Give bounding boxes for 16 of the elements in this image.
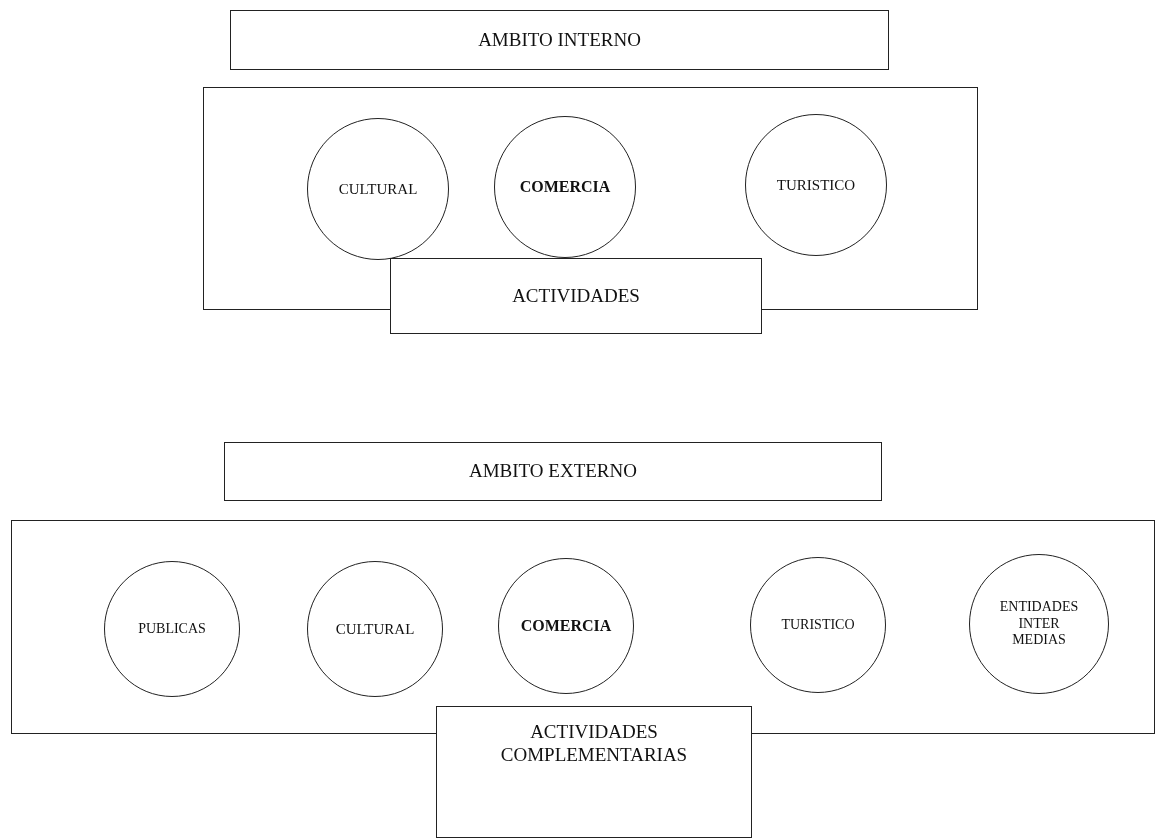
label-box — [224, 442, 882, 501]
node-label: CULTURAL — [338, 180, 418, 198]
node-label: COMERCIA — [520, 616, 612, 636]
node-label: ACTIVIDADES — [512, 284, 640, 308]
node-label: ACTIVIDADES COMPLEMENTARIAS — [499, 721, 689, 767]
node-label: AMBITO INTERNO — [478, 28, 641, 52]
node-label: PUBLICAS — [138, 620, 206, 638]
node-label: TURISTICO — [781, 616, 855, 634]
node-label: TURISTICO — [776, 176, 856, 194]
node-label: CULTURAL — [335, 620, 415, 638]
label-box — [390, 258, 762, 334]
node-label: AMBITO EXTERNO — [469, 460, 637, 483]
label-box — [436, 706, 752, 838]
node-label: ENTIDADES INTER MEDIAS — [999, 598, 1079, 650]
node-label: COMERCIA — [519, 177, 611, 197]
label-box — [230, 10, 889, 70]
